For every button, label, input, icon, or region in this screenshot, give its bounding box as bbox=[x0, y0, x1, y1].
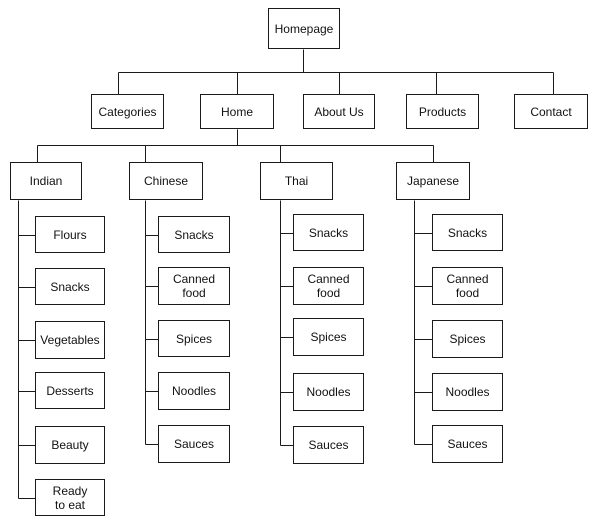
leaf-node-chinese-2: Canned food bbox=[158, 267, 230, 305]
node-about-us: About Us bbox=[303, 94, 375, 129]
leaf-node-thai-3: Spices bbox=[293, 318, 364, 356]
leaf-node-indian-1: Flours bbox=[35, 216, 105, 253]
node-label: Home bbox=[220, 104, 253, 119]
leaf-node-indian-3: Vegetables bbox=[35, 321, 105, 359]
node-label: Noodles bbox=[306, 385, 351, 399]
node-label: Snacks bbox=[308, 225, 349, 240]
leaf-node-chinese-4: Noodles bbox=[158, 372, 230, 410]
node-home: Home bbox=[200, 94, 274, 129]
leaf-node-chinese-3: Spices bbox=[158, 320, 230, 357]
leaf-node-thai-1: Snacks bbox=[293, 214, 364, 251]
leaf-node-thai-2: Canned food bbox=[293, 267, 364, 305]
node-homepage: Homepage bbox=[268, 8, 340, 49]
node-thai: Thai bbox=[260, 162, 333, 200]
leaf-node-indian-2: Snacks bbox=[35, 268, 105, 305]
node-label: Thai bbox=[284, 174, 309, 188]
node-categories: Categories bbox=[91, 94, 164, 129]
node-label: Spices bbox=[175, 331, 213, 346]
node-japanese: Japanese bbox=[396, 162, 470, 200]
node-label: Vegetables bbox=[40, 333, 100, 347]
node-label: Products bbox=[418, 104, 467, 119]
node-label: Desserts bbox=[46, 383, 94, 398]
node-label: Canned food bbox=[172, 272, 216, 300]
node-label: Snacks bbox=[447, 225, 488, 240]
node-label: Noodles bbox=[445, 385, 490, 399]
node-label: Sauces bbox=[308, 438, 349, 452]
leaf-node-japanese-3: Spices bbox=[432, 320, 503, 358]
leaf-node-japanese-2: Canned food bbox=[432, 267, 503, 305]
node-label: Snacks bbox=[50, 279, 90, 294]
node-label: Contact bbox=[530, 104, 572, 119]
node-label: Sauces bbox=[173, 437, 215, 451]
leaf-node-japanese-1: Snacks bbox=[432, 214, 503, 251]
node-label: Snacks bbox=[174, 227, 214, 242]
node-label: Homepage bbox=[274, 21, 334, 36]
node-label: Canned food bbox=[307, 272, 350, 300]
node-label: Spices bbox=[449, 332, 486, 346]
node-label: Japanese bbox=[406, 174, 460, 188]
node-label: Flours bbox=[53, 227, 87, 242]
leaf-node-thai-4: Noodles bbox=[293, 373, 364, 411]
node-label: Categories bbox=[98, 104, 157, 119]
node-label: Indian bbox=[29, 174, 63, 188]
node-products: Products bbox=[406, 94, 479, 129]
leaf-node-indian-4: Desserts bbox=[35, 372, 105, 409]
node-label: About Us bbox=[314, 104, 364, 119]
node-label: Beauty bbox=[51, 438, 89, 452]
leaf-node-indian-5: Beauty bbox=[35, 426, 105, 464]
node-label: Noodles bbox=[171, 384, 217, 398]
leaf-node-chinese-1: Snacks bbox=[158, 216, 230, 253]
node-contact: Contact bbox=[514, 94, 588, 129]
leaf-node-thai-5: Sauces bbox=[293, 426, 364, 464]
leaf-node-chinese-5: Sauces bbox=[158, 425, 230, 463]
node-indian: Indian bbox=[10, 162, 82, 200]
node-chinese: Chinese bbox=[129, 162, 203, 200]
leaf-node-japanese-5: Sauces bbox=[432, 425, 503, 463]
node-label: Sauces bbox=[447, 437, 488, 451]
leaf-node-indian-6: Ready to eat bbox=[35, 479, 105, 516]
node-label: Ready to eat bbox=[52, 483, 88, 512]
node-label: Spices bbox=[310, 330, 347, 344]
node-label: Canned food bbox=[446, 272, 489, 300]
node-label: Chinese bbox=[143, 174, 189, 188]
leaf-node-japanese-4: Noodles bbox=[432, 373, 503, 411]
